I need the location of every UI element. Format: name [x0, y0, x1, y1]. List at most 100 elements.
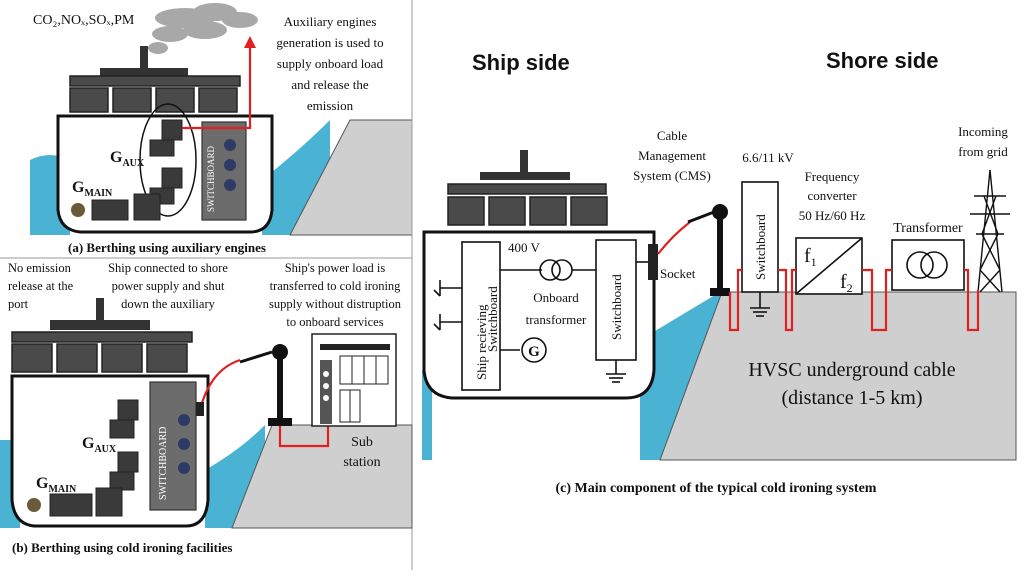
- deck-cabins: [447, 196, 608, 226]
- shore-switchboard: [741, 181, 779, 293]
- g-main-label-b: GMAIN: [36, 475, 77, 495]
- shore-tx-coil-2: [920, 251, 948, 279]
- svg-text:to onboard services: to onboard services: [286, 315, 383, 329]
- aux-description: Auxiliary engines generation is used to …: [276, 14, 383, 113]
- shore-side-heading: Shore side: [826, 48, 938, 73]
- underground-cable-c: [728, 268, 980, 332]
- substation-windows: [339, 355, 389, 423]
- shore-transformer: [891, 239, 965, 291]
- f2-label: f2: [840, 271, 853, 295]
- caption-c: (c) Main component of the typical cold i…: [556, 481, 877, 496]
- chimney-base: [50, 320, 150, 330]
- svg-text:supply without distruption: supply without distruption: [269, 297, 402, 311]
- shore-c: [659, 291, 1017, 461]
- svg-text:emission: emission: [307, 98, 354, 113]
- chimney: [96, 298, 104, 320]
- switchboard-a: [201, 121, 247, 221]
- cms-mast-c: [717, 212, 723, 292]
- underground-cable-b: [278, 426, 330, 448]
- shore-tx-coil-1: [906, 251, 934, 279]
- notes-b: No emission release at the port Ship con…: [8, 261, 402, 329]
- chimney-base: [480, 172, 570, 180]
- svg-text:generation is used to: generation is used to: [276, 35, 383, 50]
- substation-panel: [320, 360, 332, 424]
- substation-roof: [320, 344, 390, 350]
- switchboard-label-a: SWITCHBOARD: [206, 145, 216, 212]
- ship-side-heading: Ship side: [472, 50, 570, 75]
- ship-recv-label-1: Ship recieving: [474, 304, 489, 380]
- ground-symbol: [750, 292, 770, 317]
- cms-mast-b: [277, 352, 283, 422]
- svg-text:Auxiliary engines: Auxiliary engines: [284, 14, 377, 29]
- indicator: [224, 179, 236, 191]
- chimney: [520, 150, 528, 172]
- chimney-base: [100, 68, 188, 76]
- caption-b: (b) Berthing using cold ironing faciliti…: [12, 540, 232, 555]
- onboard-tx-label-1: Onboard: [533, 290, 579, 305]
- svg-text:converter: converter: [807, 188, 857, 203]
- indicator: [224, 159, 236, 171]
- aux-highlight: [139, 103, 197, 217]
- cable-label-2: (distance 1-5 km): [781, 387, 922, 409]
- onboard-tx-label-2: transformer: [526, 312, 587, 327]
- svg-text:port: port: [8, 297, 29, 311]
- svg-text:Frequency: Frequency: [805, 169, 860, 184]
- g-main-label-a: GMAIN: [72, 179, 113, 199]
- pylon: [970, 169, 1010, 293]
- main-engine-a: [71, 193, 161, 221]
- substation-label-1: Sub: [351, 435, 373, 450]
- f1-label: f1: [804, 245, 817, 269]
- svg-text:Ship's power load is: Ship's power load is: [285, 261, 386, 275]
- svg-text:No emission: No emission: [8, 261, 72, 275]
- panel-a: CO₂,NOₓ,SOₓ,PM: [30, 3, 413, 255]
- indicator: [178, 414, 190, 426]
- cms-arm-c: [687, 210, 715, 224]
- indicator: [224, 139, 236, 151]
- emission-path: [182, 45, 252, 130]
- deck-top: [11, 331, 193, 343]
- svg-text:50 Hz/60 Hz: 50 Hz/60 Hz: [799, 208, 866, 223]
- g-aux-label-b: GAUX: [82, 435, 117, 455]
- substation-label-2: station: [343, 455, 380, 470]
- socket-b: [196, 402, 204, 416]
- emission-arrow: [244, 36, 256, 48]
- svg-text:System (CMS): System (CMS): [633, 168, 711, 183]
- cms-base-c: [710, 288, 730, 296]
- shore-b: [231, 424, 413, 529]
- incoming-grid-label: Incoming from grid: [958, 124, 1008, 159]
- svg-text:Management: Management: [638, 148, 706, 163]
- main-engine-b: [27, 487, 123, 517]
- ship-receiving-switchboard: [461, 241, 501, 391]
- fc-diagonal: [795, 237, 863, 295]
- svg-text:power supply and shut: power supply and shut: [112, 279, 225, 293]
- socket-c: [648, 244, 658, 280]
- deck-cabins: [11, 343, 188, 373]
- svg-text:Incoming: Incoming: [958, 124, 1008, 139]
- svg-text:from grid: from grid: [958, 144, 1008, 159]
- caption-a: (a) Berthing using auxiliary engines: [68, 240, 266, 255]
- svg-text:Cable: Cable: [657, 128, 688, 143]
- chimney: [140, 46, 148, 68]
- deck-top: [69, 75, 241, 87]
- hv-voltage-label: 6.6/11 kV: [742, 150, 794, 165]
- tx-coil-1: [539, 259, 561, 281]
- svg-text:Ship connected to shore: Ship connected to shore: [108, 261, 228, 275]
- socket-label: Socket: [660, 266, 696, 281]
- generator-circle: [521, 337, 547, 363]
- lv-voltage-label: 400 V: [508, 240, 541, 255]
- load-symbols: [433, 280, 462, 331]
- panel-c: Ship side Shore side Cable Management Sy…: [422, 48, 1017, 496]
- svg-text:transferred to cold ironing: transferred to cold ironing: [270, 279, 402, 293]
- freq-conv-label: Frequency converter 50 Hz/60 Hz: [799, 169, 866, 223]
- generator-label: G: [528, 344, 540, 360]
- shore-switchboard-label: Switchboard: [753, 214, 768, 280]
- ship-recv-label-2: Switchboard: [485, 286, 500, 352]
- svg-text:and release the: and release the: [291, 77, 368, 92]
- ground-symbol: [606, 360, 626, 383]
- svg-text:down the auxiliary: down the auxiliary: [121, 297, 215, 311]
- cable-label-1: HVSC underground cable: [748, 359, 955, 381]
- shore-cable-c: [657, 221, 691, 255]
- cms-label: Cable Management System (CMS): [633, 128, 711, 183]
- transformer-label: Transformer: [893, 221, 963, 236]
- onboard-switchboard-label: Switchboard: [609, 274, 624, 340]
